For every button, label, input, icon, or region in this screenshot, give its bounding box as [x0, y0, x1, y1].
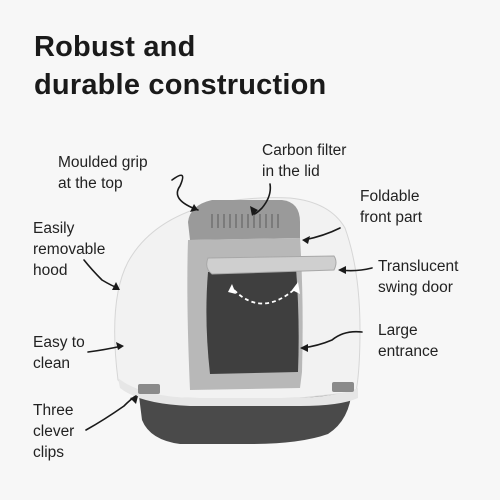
arrow-moulded-grip	[171, 174, 199, 211]
entrance-opening	[206, 268, 299, 374]
clip-left	[138, 384, 160, 394]
carbon-filter-slots	[211, 214, 279, 228]
headline-line-2: durable construction	[34, 69, 327, 101]
callout-carbon-filter: Carbon filter in the lid	[262, 142, 347, 180]
swing-door	[206, 255, 337, 275]
top-grip	[188, 200, 300, 240]
arrow-carbon-filter	[253, 183, 272, 215]
callout-easy-clean: Easy to clean	[33, 334, 85, 372]
arrow-clips	[85, 395, 137, 431]
callout-foldable-front: Foldable front part	[360, 188, 423, 226]
callout-clips: Three clever clips	[33, 402, 75, 461]
page-title: Robust and durable construction	[34, 28, 326, 104]
callout-swing-door: Translucent swing door	[378, 258, 459, 296]
arrow-large-entrance	[301, 330, 363, 349]
callout-large-entrance: Large entrance	[378, 322, 439, 360]
clip-right	[332, 382, 354, 392]
rim-band	[118, 378, 358, 406]
callout-moulded-grip: Moulded grip at the top	[58, 154, 148, 192]
callout-removable-hood: Easily removable hood	[33, 220, 106, 279]
headline-line-1: Robust and	[34, 31, 196, 63]
